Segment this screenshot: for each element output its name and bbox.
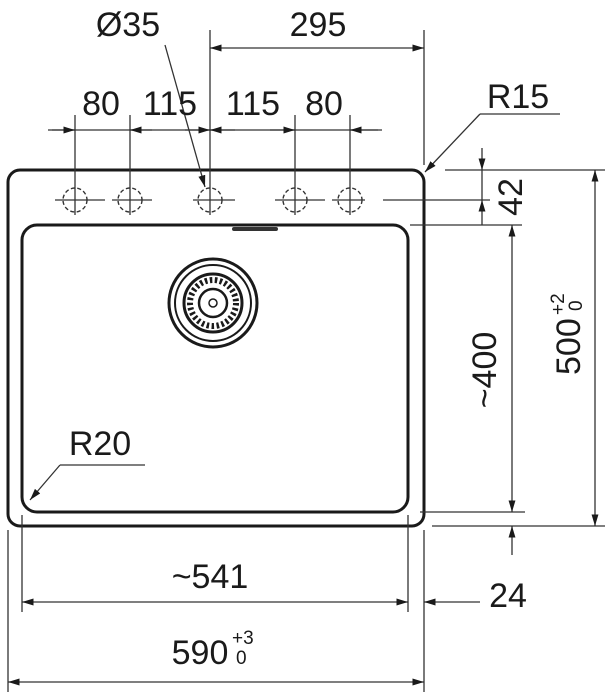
tap-holes [55, 187, 490, 213]
drain-strainer [167, 257, 259, 349]
dim-spacing-3: 115 [226, 85, 280, 123]
dim-bowl-depth: ~400 [466, 332, 504, 409]
dim-rim-offset: 24 [489, 577, 527, 615]
leader-inner-radius [29, 464, 61, 501]
sink-outer-outline [6, 168, 426, 528]
dim-spacing-2: 115 [143, 85, 197, 123]
dim-outer-radius: R15 [487, 78, 549, 116]
dim-hole-row-depth: 42 [492, 178, 530, 216]
dim-total-depth-tol-lower: 0 [566, 300, 587, 311]
extension-lines [7, 30, 605, 692]
leader-outer-radius [424, 113, 481, 173]
dim-tap-offset: 295 [290, 6, 347, 44]
dim-inner-radius: R20 [69, 425, 131, 463]
dim-total-depth: 500 [550, 318, 588, 375]
dim-total-width-tol-upper: +3 [232, 628, 254, 649]
dim-total-width-tol-lower: 0 [236, 648, 247, 669]
overflow-slot [232, 227, 278, 231]
dim-hole-diameter: Ø35 [96, 6, 160, 44]
dim-total-depth-tol-upper: +2 [548, 293, 569, 315]
dim-total-width: 590 [172, 634, 229, 672]
sink-bowl-outline [20, 223, 410, 514]
dim-spacing-1: 80 [82, 85, 120, 123]
dim-spacing-4: 80 [305, 85, 343, 123]
leader-hole-diameter [164, 44, 206, 188]
dim-bowl-width: ~541 [172, 558, 249, 596]
